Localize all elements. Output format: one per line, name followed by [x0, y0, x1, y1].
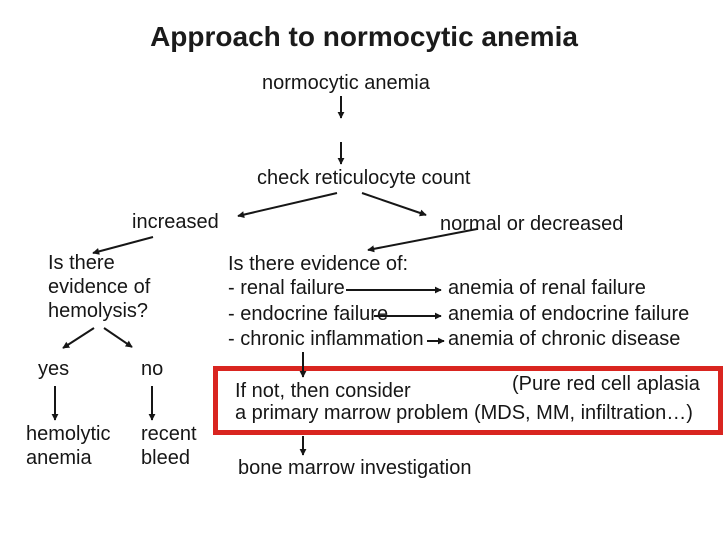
label-yes: yes	[38, 358, 70, 380]
highlight-aside-pure-red-cell-aplasia: (Pure red cell aplasia	[512, 373, 700, 395]
label-no: no	[141, 358, 164, 380]
node-anemia-endocrine-failure: anemia of endocrine failure	[448, 303, 690, 325]
hemolysis-question-line3: hemolysis?	[48, 300, 149, 322]
node-check-reticulocyte-count: check reticulocyte count	[257, 167, 471, 189]
arrow-question-to-no	[103, 327, 133, 348]
page-title: Approach to normocytic anemia	[150, 21, 578, 52]
node-hemolysis-question: Is there evidence of hemolysis?	[48, 251, 150, 323]
arrow-step1-to-increased	[237, 192, 338, 219]
arrow-step1-to-normal	[361, 192, 427, 217]
hemolysis-question-line1: Is there	[48, 252, 115, 274]
node-hemolytic-anemia: hemolytic anemia	[26, 422, 110, 470]
highlight-box	[213, 366, 723, 435]
recent-bleed-line1: recent	[141, 423, 197, 445]
evidence-item-endocrine: - endocrine failure	[228, 303, 389, 325]
node-recent-bleed: recent bleed	[141, 422, 197, 470]
evidence-item-chronic: - chronic inflammation	[228, 328, 424, 350]
arrow-question-to-yes	[62, 327, 95, 349]
branch-label-increased: increased	[132, 211, 219, 233]
recent-bleed-line2: bleed	[141, 447, 190, 469]
node-anemia-chronic-disease: anemia of chronic disease	[448, 328, 681, 350]
highlight-line2: a primary marrow problem (MDS, MM, infil…	[235, 402, 693, 424]
node-bone-marrow-investigation: bone marrow investigation	[238, 457, 472, 479]
branch-label-normal-or-decreased: normal or decreased	[440, 213, 624, 235]
node-anemia-renal-failure: anemia of renal failure	[448, 277, 646, 299]
evidence-item-renal: - renal failure	[228, 277, 345, 299]
node-evidence-heading: Is there evidence of:	[228, 253, 409, 275]
hemolytic-anemia-line2: anemia	[26, 447, 92, 469]
hemolytic-anemia-line1: hemolytic	[26, 423, 111, 445]
hemolysis-question-line2: evidence of	[48, 276, 151, 298]
node-normocytic-anemia: normocytic anemia	[262, 72, 430, 94]
highlight-line1: If not, then consider	[235, 380, 411, 402]
